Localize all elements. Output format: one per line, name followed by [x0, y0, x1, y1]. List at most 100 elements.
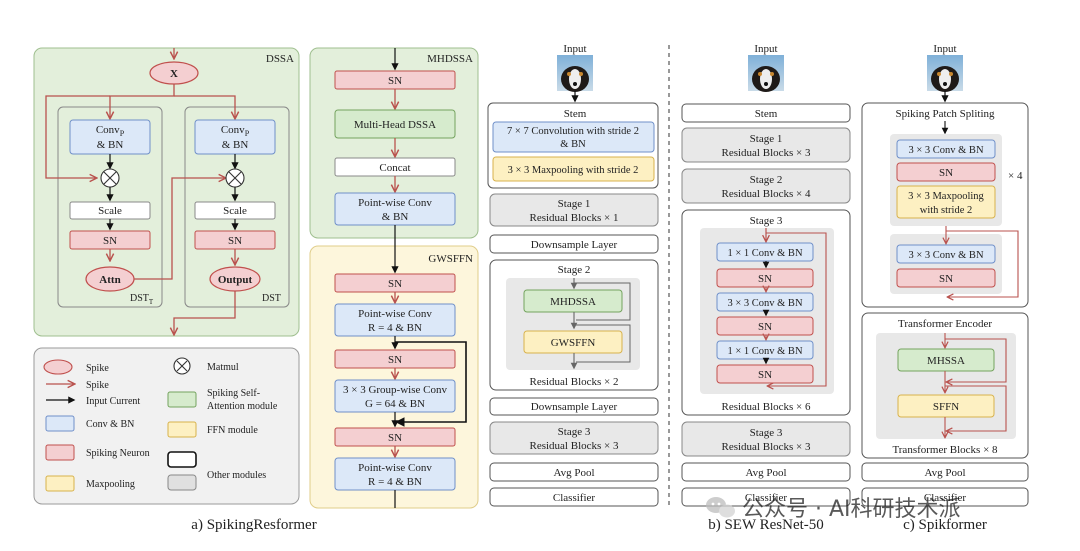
stem-maxpool-box	[492, 156, 655, 182]
svg-text:& BN: & BN	[560, 139, 586, 150]
sps-sn2-box	[896, 268, 996, 288]
svg-text:Point-wise Conv: Point-wise Conv	[358, 197, 432, 209]
spikingresformer-column: Input Stem 7 × 7 Convolution with stride…	[487, 43, 659, 507]
stage1-box	[489, 193, 659, 227]
svg-text:R = 4 & BN: R = 4 & BN	[368, 322, 422, 334]
watermark: 公众号 · AI科研技术派	[706, 497, 961, 522]
svg-text:SN: SN	[758, 273, 772, 285]
legend-conv-swatch	[45, 415, 75, 432]
legend-pool-swatch	[45, 475, 75, 492]
svg-text:Spiking Self-: Spiking Self-	[207, 388, 260, 399]
svg-text:Spike: Spike	[86, 363, 109, 374]
svg-text:Avg Pool: Avg Pool	[553, 467, 594, 479]
spikformer-column: Input Spiking Patch Spliting 3 × 3 Conv …	[861, 43, 1029, 507]
svg-text:& BN: & BN	[222, 139, 249, 151]
mhdssa-background	[309, 47, 479, 239]
sew-conv1-box	[716, 242, 814, 262]
downsample-layer-1	[489, 234, 659, 254]
downsample-layer-2	[489, 397, 659, 416]
legend-spike-swatch	[43, 359, 73, 375]
chat-bubble-icon	[706, 497, 735, 518]
svg-text:Residual Blocks × 3: Residual Blocks × 3	[529, 440, 619, 452]
svg-text:Input: Input	[933, 43, 956, 55]
svg-text:Classifier: Classifier	[553, 492, 595, 504]
svg-text:Other modules: Other modules	[207, 470, 266, 481]
svg-text:Point-wise Conv: Point-wise Conv	[358, 462, 432, 474]
svg-text:Transformer Encoder: Transformer Encoder	[898, 318, 992, 330]
dssa-title: DSSA	[266, 53, 294, 65]
svg-text:& BN: & BN	[97, 139, 124, 151]
svg-text:Matmul: Matmul	[207, 362, 239, 373]
svg-text:SN: SN	[939, 273, 953, 285]
legend-ffn-swatch	[167, 421, 197, 438]
svg-text:Multi-Head DSSA: Multi-Head DSSA	[354, 119, 436, 131]
svg-text:Concat: Concat	[379, 162, 410, 174]
svg-text:SN: SN	[939, 167, 953, 179]
sew-stage2-box	[681, 168, 851, 204]
svg-text:Stage 1: Stage 1	[750, 133, 783, 145]
mhdssa-panel: MHDSSA SN Multi-Head DSSA Concat Point-w…	[309, 47, 479, 242]
svg-text:1 × 1 Conv & BN: 1 × 1 Conv & BN	[727, 346, 802, 357]
x-label: X	[170, 68, 178, 80]
svg-text:Stage 2: Stage 2	[750, 174, 783, 186]
svg-text:3 × 3 Conv & BN: 3 × 3 Conv & BN	[908, 145, 983, 156]
svg-text:7 × 7 Convolution with stride: 7 × 7 Convolution with stride 2	[507, 126, 639, 137]
svg-text:Stage 3: Stage 3	[558, 426, 591, 438]
stage3-box	[489, 421, 659, 455]
svg-text:Input Current: Input Current	[86, 396, 140, 407]
svg-text:Conv & BN: Conv & BN	[86, 419, 134, 430]
sew-stage1-box	[681, 127, 851, 163]
svg-text:SN: SN	[228, 235, 242, 247]
svg-text:Residual Blocks × 1: Residual Blocks × 1	[529, 212, 618, 224]
caption-b: b) SEW ResNet-50	[708, 517, 824, 533]
sew-stem-box	[681, 103, 851, 123]
svg-text:DSTT: DSTT	[130, 293, 154, 306]
dssa-background	[33, 47, 300, 337]
svg-text:MHDSSA: MHDSSA	[550, 296, 596, 308]
svg-text:Scale: Scale	[98, 205, 122, 217]
sps-conv2-box	[896, 244, 996, 264]
svg-text:Transformer Blocks × 8: Transformer Blocks × 8	[892, 444, 998, 456]
svg-text:3 × 3 Conv & BN: 3 × 3 Conv & BN	[727, 298, 802, 309]
dssa-panel: DSSA X ConvP & BN Scale SN Attn DSTT	[33, 47, 300, 337]
svg-text:Input: Input	[563, 43, 586, 55]
spikformer-avg-pool-box	[861, 462, 1029, 482]
input-dog-image	[927, 55, 963, 92]
svg-text:R = 4 & BN: R = 4 & BN	[368, 476, 422, 488]
svg-text:1 × 1 Conv & BN: 1 × 1 Conv & BN	[727, 248, 802, 259]
sew-avg-pool-box	[681, 462, 851, 482]
svg-text:GWSFFN: GWSFFN	[551, 337, 596, 349]
caption-c: c) Spikformer	[903, 517, 987, 533]
svg-text:MHDSSA: MHDSSA	[427, 53, 473, 65]
svg-text:with stride 2: with stride 2	[920, 205, 973, 216]
sps-maxpool-box	[896, 185, 996, 219]
svg-text:GWSFFN: GWSFFN	[428, 253, 473, 265]
sffn-box	[897, 394, 995, 418]
caption-a: a) SpikingResformer	[191, 517, 316, 533]
svg-text:FFN module: FFN module	[207, 425, 258, 436]
svg-text:& BN: & BN	[382, 211, 409, 223]
svg-text:SN: SN	[103, 235, 117, 247]
svg-text:SFFN: SFFN	[933, 401, 959, 413]
svg-text:SN: SN	[388, 354, 402, 366]
svg-text:ConvP: ConvP	[96, 124, 125, 138]
svg-text:Maxpooling: Maxpooling	[86, 479, 135, 490]
svg-text:Classifier: Classifier	[924, 492, 966, 504]
stage2-mhdssa-box	[523, 289, 623, 313]
input-dog-image	[748, 55, 784, 92]
svg-text:Scale: Scale	[223, 205, 247, 217]
legend-other-swatch	[167, 451, 197, 468]
svg-text:SN: SN	[388, 75, 402, 87]
stem-conv-box	[492, 121, 655, 153]
sps-conv1-box	[896, 139, 996, 159]
svg-text:3 × 3 Maxpooling: 3 × 3 Maxpooling	[908, 191, 984, 202]
legend-background	[33, 347, 300, 505]
svg-text:Classifier: Classifier	[745, 492, 787, 504]
svg-text:3 × 3 Maxpooling with stride 2: 3 × 3 Maxpooling with stride 2	[508, 165, 639, 176]
svg-text:Spike: Spike	[86, 380, 109, 391]
svg-text:Avg Pool: Avg Pool	[924, 467, 965, 479]
svg-text:Stage 3: Stage 3	[750, 427, 783, 439]
avg-pool-box	[489, 462, 659, 482]
svg-text:Downsample Layer: Downsample Layer	[531, 239, 618, 251]
